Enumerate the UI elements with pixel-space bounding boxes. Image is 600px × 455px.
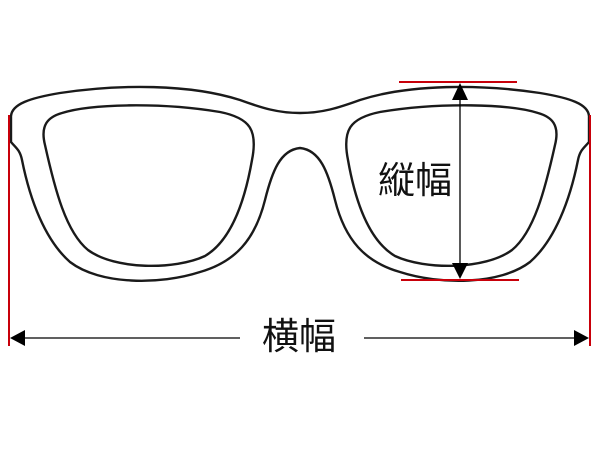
right-lens-outline <box>344 104 558 267</box>
height-arrow-head-top <box>452 83 468 100</box>
height-label: 縦幅 <box>378 159 452 202</box>
width-arrow-head-left <box>10 330 25 346</box>
width-label: 横幅 <box>262 315 336 358</box>
width-arrow-head-right <box>574 330 589 346</box>
height-arrow-head-bottom <box>452 263 468 279</box>
frame-outer-outline <box>9 85 591 282</box>
left-lens-outline <box>42 104 256 267</box>
